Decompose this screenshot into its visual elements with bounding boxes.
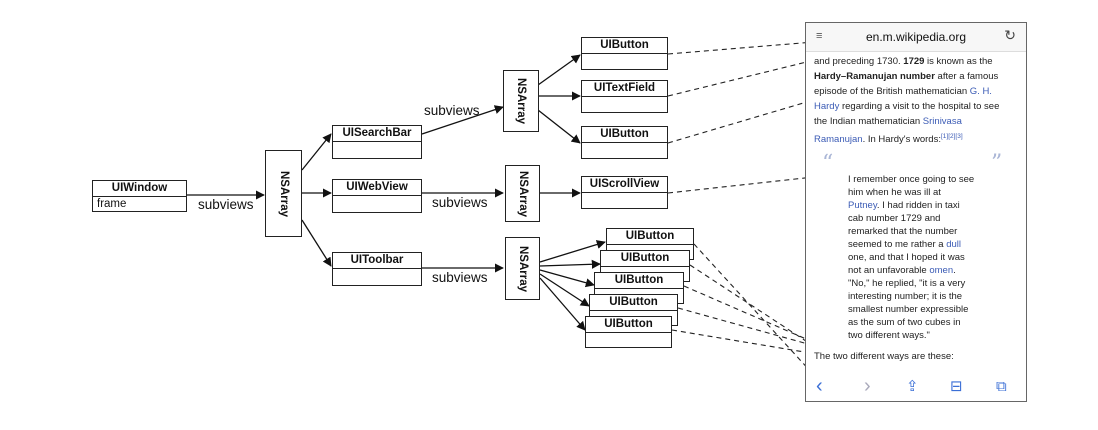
uibutton-title-2: UIButton xyxy=(582,127,667,143)
uitextfield-title: UITextField xyxy=(582,81,667,97)
map-button1 xyxy=(667,39,839,55)
nsarray-searchbar: NSArray xyxy=(503,70,539,132)
toolbar-button-title-1: UIButton xyxy=(607,229,693,245)
edge-array-searchbar xyxy=(301,133,332,171)
uibutton-box-2: UIButton xyxy=(581,126,668,159)
edge-a3-b4 xyxy=(539,273,590,307)
uitoolbar-title: UIToolbar xyxy=(333,253,421,269)
quote-line: him when he was ill at xyxy=(848,187,941,198)
subviews-label-3: subviews xyxy=(432,195,488,210)
link-srinivasa[interactable]: Srinivasa xyxy=(922,116,962,127)
uitoolbar-box: UIToolbar xyxy=(332,252,422,286)
nsarray-webview: NSArray xyxy=(505,165,540,222)
nsarray-webview-label: NSArray xyxy=(516,170,529,217)
edge-a1-button1 xyxy=(537,54,581,86)
uitextfield-box: UITextField xyxy=(581,80,668,113)
tabs-icon[interactable]: ⧉ xyxy=(996,378,1007,395)
edge-a3-b2 xyxy=(539,259,601,269)
quote-close-mark: ” xyxy=(991,151,1003,176)
article-line-2: Hardy–Ramanujan number after a famous xyxy=(814,71,999,82)
url-text[interactable]: en.m.wikipedia.org xyxy=(865,30,967,44)
map-tb1 xyxy=(693,243,824,386)
link-dull[interactable]: dull xyxy=(946,239,962,250)
uibutton-title-1: UIButton xyxy=(582,38,667,54)
uiwebview-box: UIWebView xyxy=(332,179,422,213)
link-omen[interactable]: omen xyxy=(929,265,954,276)
toolbar-button-title-5: UIButton xyxy=(586,317,671,333)
share-icon[interactable]: ⇪ xyxy=(906,378,919,395)
edge-a1-button2 xyxy=(537,109,581,144)
map-scrollview xyxy=(667,174,833,194)
nsarray-root-label: NSArray xyxy=(277,170,290,217)
nsarray-root: NSArray xyxy=(265,150,302,237)
edge-a3-b3 xyxy=(539,269,595,288)
quote-line: remarked that the number xyxy=(848,226,958,237)
link-putney[interactable]: Putney xyxy=(848,200,877,211)
quote-line: two different ways." xyxy=(848,330,930,341)
quote-line: not an unfavorable omen. xyxy=(848,265,956,276)
quote-line: seemed to me rather a dull xyxy=(848,239,962,250)
article-line-1: and preceding 1730. 1729 is known as the xyxy=(814,56,993,67)
subviews-label-2: subviews xyxy=(424,103,480,118)
uiwindow-box: UIWindow frame xyxy=(92,180,187,212)
quote-line: one, and that I hoped it was xyxy=(848,252,965,263)
article-line-3: episode of the British mathematician G. … xyxy=(814,86,992,97)
quote-line: smallest number expressible xyxy=(848,304,969,315)
edge-array-toolbar xyxy=(301,219,332,267)
quote-open-mark: “ xyxy=(822,151,834,176)
toolbar-button-box-5: UIButton xyxy=(585,316,672,348)
uiwindow-title: UIWindow xyxy=(93,181,186,197)
link-hardy[interactable]: Hardy xyxy=(814,101,840,112)
reader-icon[interactable]: ≡ xyxy=(816,30,823,42)
nsarray-toolbar: NSArray xyxy=(505,237,540,300)
article-line-5: the Indian mathematician Srinivasa xyxy=(814,116,962,127)
article-line-6: Ramanujan. In Hardy's words:[1][2][3] xyxy=(814,133,963,146)
toolbar-button-title-2: UIButton xyxy=(601,251,689,267)
bookmarks-icon[interactable]: ⊟ xyxy=(950,378,963,395)
uisearchbar-title: UISearchBar xyxy=(333,126,421,142)
back-icon[interactable]: ‹ xyxy=(816,375,823,397)
quote-line: Putney. I had ridden in taxi xyxy=(848,200,960,211)
toolbar-button-title-4: UIButton xyxy=(590,295,677,311)
uiscrollview-title: UIScrollView xyxy=(582,177,667,193)
article-line-4: Hardy regarding a visit to the hospital … xyxy=(814,101,1000,112)
uiwebview-title: UIWebView xyxy=(333,180,421,196)
after-quote-text: The two different ways are these: xyxy=(814,351,954,362)
phone-screenshot: ≡ en.m.wikipedia.org ↻ and preceding 173… xyxy=(805,22,1027,402)
quote-line: cab number 1729 and xyxy=(848,213,941,224)
uisearchbar-box: UISearchBar xyxy=(332,125,422,159)
edge-a3-b1 xyxy=(539,240,606,263)
quote-line: "No," he replied, "it is a very xyxy=(848,278,966,289)
forward-icon[interactable]: › xyxy=(864,375,871,397)
reload-icon[interactable]: ↻ xyxy=(1004,27,1016,43)
subviews-label-1: subviews xyxy=(198,197,254,212)
subviews-label-4: subviews xyxy=(432,270,488,285)
uibutton-box-1: UIButton xyxy=(581,37,668,70)
quote-line: interesting number; it is the xyxy=(848,291,963,302)
quote-line: as the sum of two cubes in xyxy=(848,317,961,328)
edge-searchbar-array xyxy=(421,105,504,135)
quote-line: I remember once going to see xyxy=(848,174,975,185)
nsarray-searchbar-label: NSArray xyxy=(515,77,527,125)
url-bar[interactable]: ≡ en.m.wikipedia.org ↻ xyxy=(806,23,1026,52)
edge-a3-b5 xyxy=(539,277,586,331)
phone-toolbar: ‹ › ⇪ ⊟ ⧉ xyxy=(806,373,1026,401)
link-gh[interactable]: G. H. xyxy=(969,86,992,97)
toolbar-button-title-3: UIButton xyxy=(595,273,683,289)
uiscrollview-box: UIScrollView xyxy=(581,176,668,209)
nsarray-toolbar-label: NSArray xyxy=(516,245,529,292)
link-ramanujan[interactable]: Ramanujan xyxy=(814,134,863,146)
uiwindow-property: frame xyxy=(97,198,127,210)
